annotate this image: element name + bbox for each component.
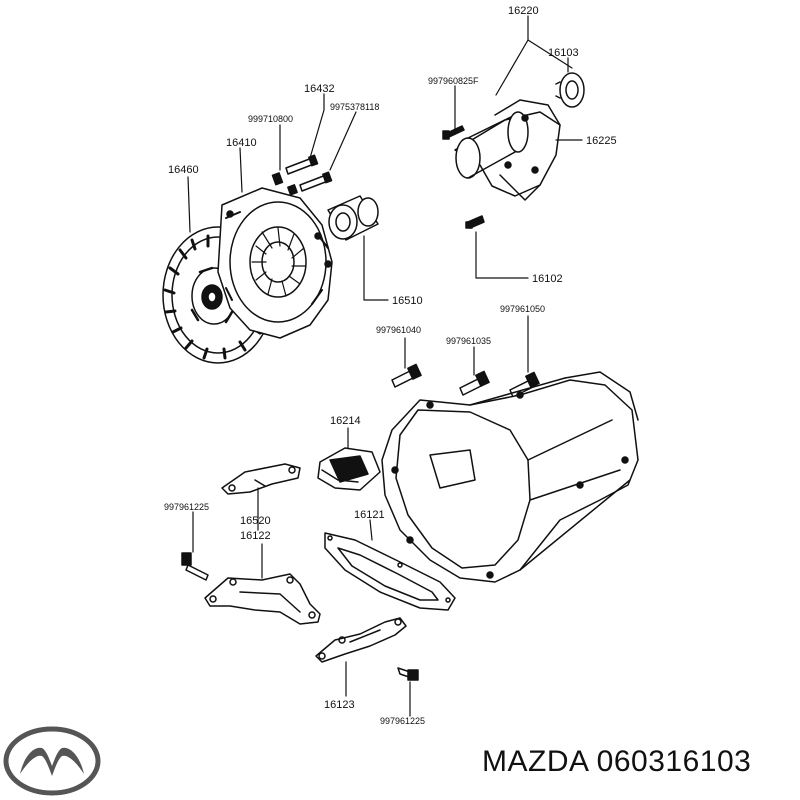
oil-seal-16103 <box>555 72 585 108</box>
bolt-997961225-upper <box>181 552 209 581</box>
bracket-16123 <box>315 617 407 663</box>
label-997961225-lower: 997961225 <box>380 716 425 726</box>
label-997961040: 997961040 <box>376 325 421 335</box>
label-16520: 16520 <box>240 515 271 527</box>
label-16214: 16214 <box>330 415 361 427</box>
stud-16102 <box>465 215 485 229</box>
brand-part-number: MAZDA 060316103 <box>482 745 752 778</box>
release-bearing-16510 <box>327 195 379 241</box>
label-997960825F: 997960825F <box>428 76 479 86</box>
clutch-cover-16410 <box>217 187 333 339</box>
label-16122: 16122 <box>240 530 271 542</box>
label-997961050: 997961050 <box>500 304 545 314</box>
label-16460: 16460 <box>168 164 199 176</box>
label-16103: 16103 <box>548 47 579 59</box>
gasket-16121 <box>324 532 456 611</box>
bolt-997961225-lower <box>397 667 419 681</box>
bolt-997960825F <box>442 125 465 140</box>
bolt-999710800 <box>271 154 319 186</box>
label-16220: 16220 <box>508 5 539 17</box>
bolt-997961040 <box>391 363 422 388</box>
bracket-16122 <box>204 573 321 625</box>
label-16121: 16121 <box>354 509 385 521</box>
front-cover-assembly <box>454 99 561 201</box>
label-16225: 16225 <box>586 135 617 147</box>
mazda-logo-icon <box>3 726 101 796</box>
label-999710800: 999710800 <box>248 114 293 124</box>
bolt-997961035 <box>459 370 490 396</box>
boot-16214 <box>317 447 381 491</box>
release-fork-16520 <box>221 463 301 495</box>
part-labels: 16220 16103 997960825F 16225 16432 99971… <box>164 5 617 726</box>
transmission-housing <box>381 371 639 583</box>
bolt-9975378118 <box>287 171 333 196</box>
label-16432: 16432 <box>304 83 335 95</box>
label-997961035: 997961035 <box>446 336 491 346</box>
label-16410: 16410 <box>226 137 257 149</box>
label-16123: 16123 <box>324 699 355 711</box>
label-9975378118: 9975378118 <box>330 102 379 112</box>
label-16102: 16102 <box>532 273 563 285</box>
label-16510: 16510 <box>392 295 423 307</box>
label-997961225-upper: 997961225 <box>164 502 209 512</box>
leader-lines <box>187 15 583 717</box>
